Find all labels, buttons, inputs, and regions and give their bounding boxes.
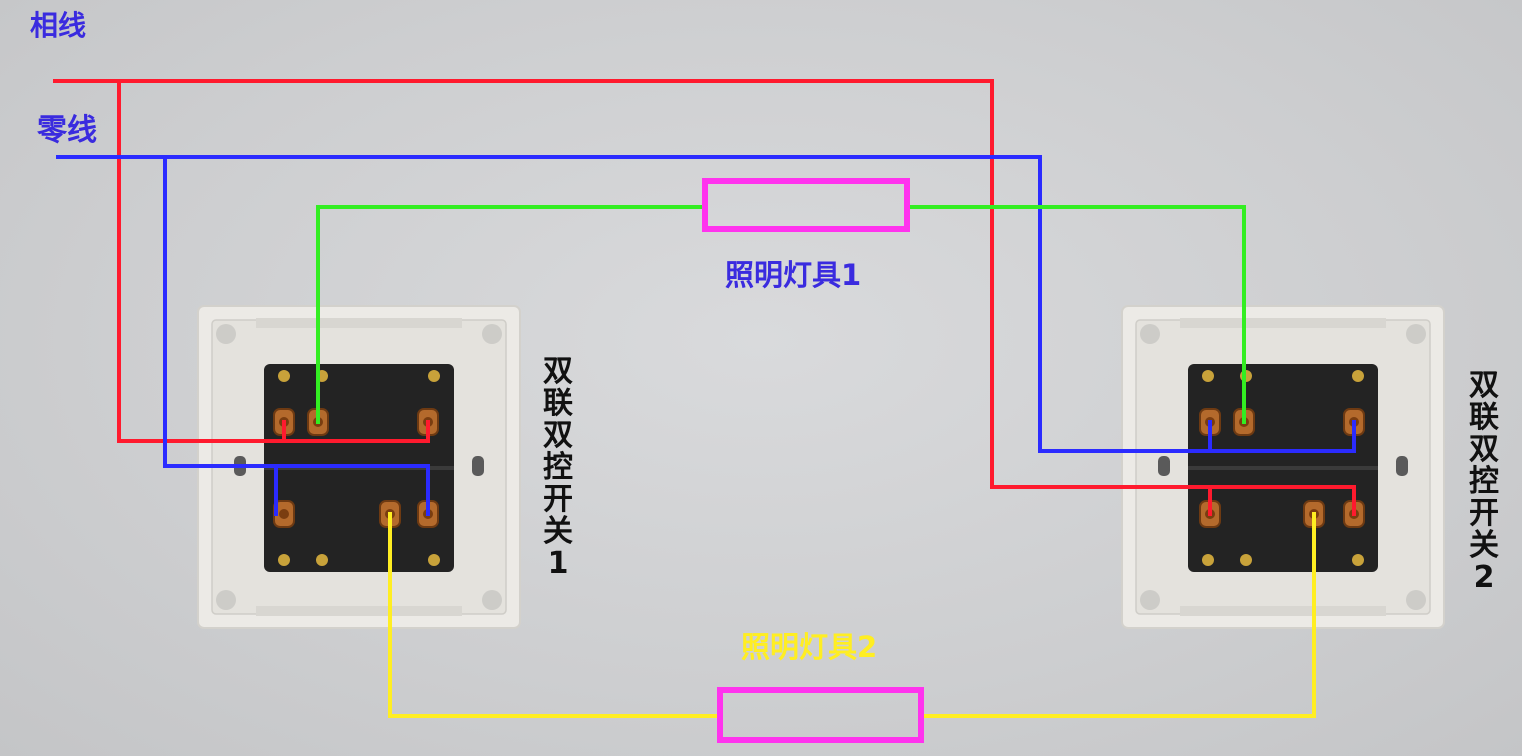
lamp2-wire — [388, 512, 1316, 718]
neutral-wire — [56, 155, 1356, 516]
lamp1-wire — [316, 205, 1246, 424]
lamp2-label: 照明灯具2 — [741, 630, 878, 664]
phase-wire — [53, 79, 1356, 516]
switch1-label: 双联双控开关1 — [543, 354, 573, 581]
lamp2-symbol — [717, 687, 924, 743]
lamp1-symbol — [702, 178, 910, 232]
lamp1-label: 照明灯具1 — [725, 258, 862, 292]
neutral-wire-label: 零线 — [37, 113, 97, 148]
switch-plate-2 — [1121, 305, 1445, 629]
switch2-label: 双联双控开关2 — [1469, 368, 1499, 595]
phase-wire-label: 相线 — [30, 9, 87, 42]
